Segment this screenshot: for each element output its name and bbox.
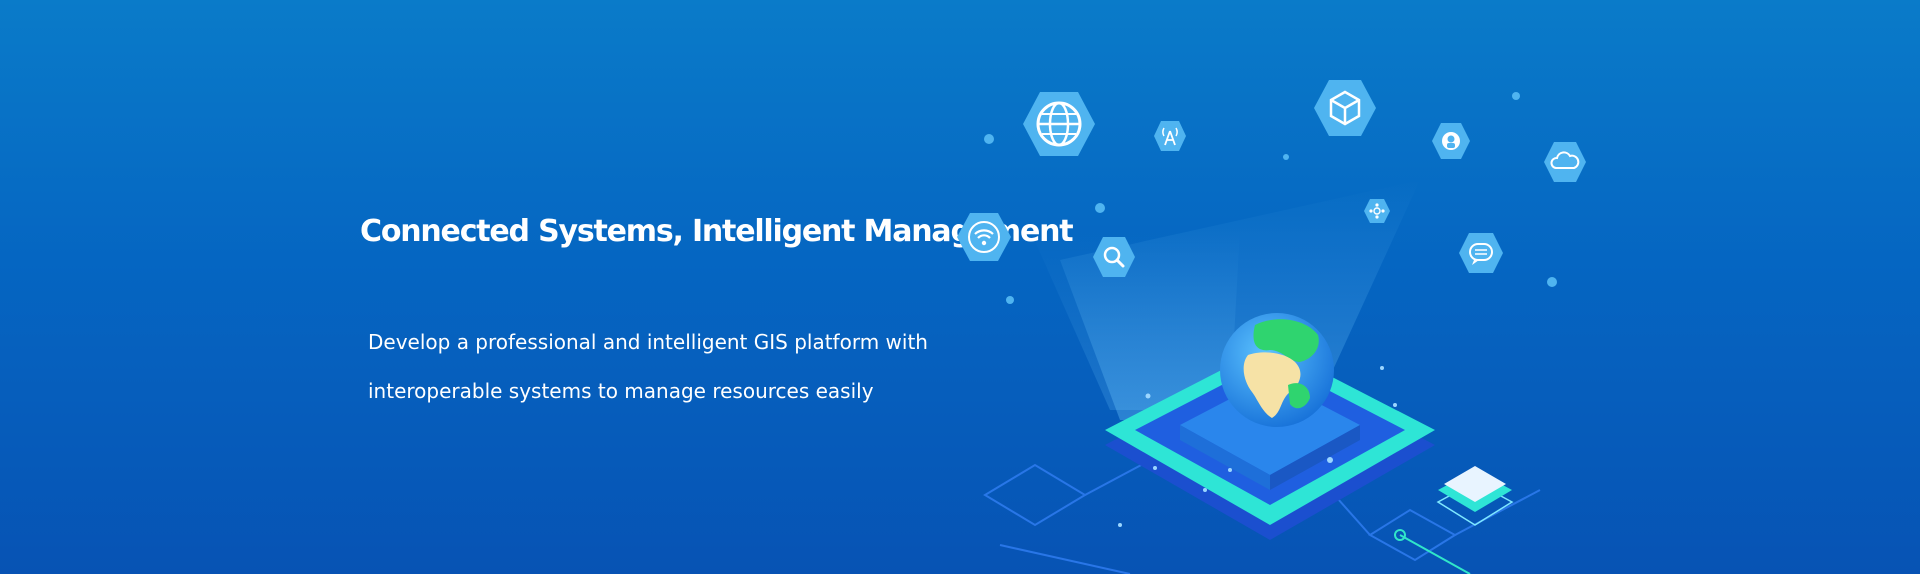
- light-beam: [1030, 230, 1240, 410]
- chip-top: [1444, 466, 1506, 502]
- circuit-node: [1394, 529, 1406, 541]
- hero-description-line-2: interoperable systems to manage resource…: [368, 379, 874, 403]
- cube-icon[interactable]: [1313, 78, 1377, 138]
- cloud-icon[interactable]: [1543, 141, 1587, 183]
- wifi-icon[interactable]: [956, 212, 1012, 262]
- floating-dots: [984, 92, 1557, 304]
- gis-platform-illustration: [983, 92, 1557, 574]
- globe-icon[interactable]: [1022, 90, 1096, 158]
- platform-inner-side: [1180, 425, 1270, 490]
- hero-description: Develop a professional and intelligent G…: [368, 318, 1008, 416]
- hero-description-line-1: Develop a professional and intelligent G…: [368, 330, 928, 354]
- contact-icon[interactable]: [1431, 122, 1471, 160]
- globe-land: [1253, 319, 1319, 362]
- hero-title: Connected Systems, Intelligent Managemen…: [360, 214, 1074, 249]
- globe-land: [1288, 383, 1310, 409]
- globe-land: [1243, 352, 1301, 418]
- search-icon[interactable]: [1092, 236, 1136, 278]
- platform-inner-side: [1270, 425, 1360, 490]
- signal-tower-icon[interactable]: [1153, 120, 1187, 152]
- circuit-line-glow: [1399, 534, 1471, 574]
- sparkles: [1118, 366, 1397, 527]
- network-icon[interactable]: [1363, 198, 1391, 224]
- chat-icon[interactable]: [1458, 232, 1504, 274]
